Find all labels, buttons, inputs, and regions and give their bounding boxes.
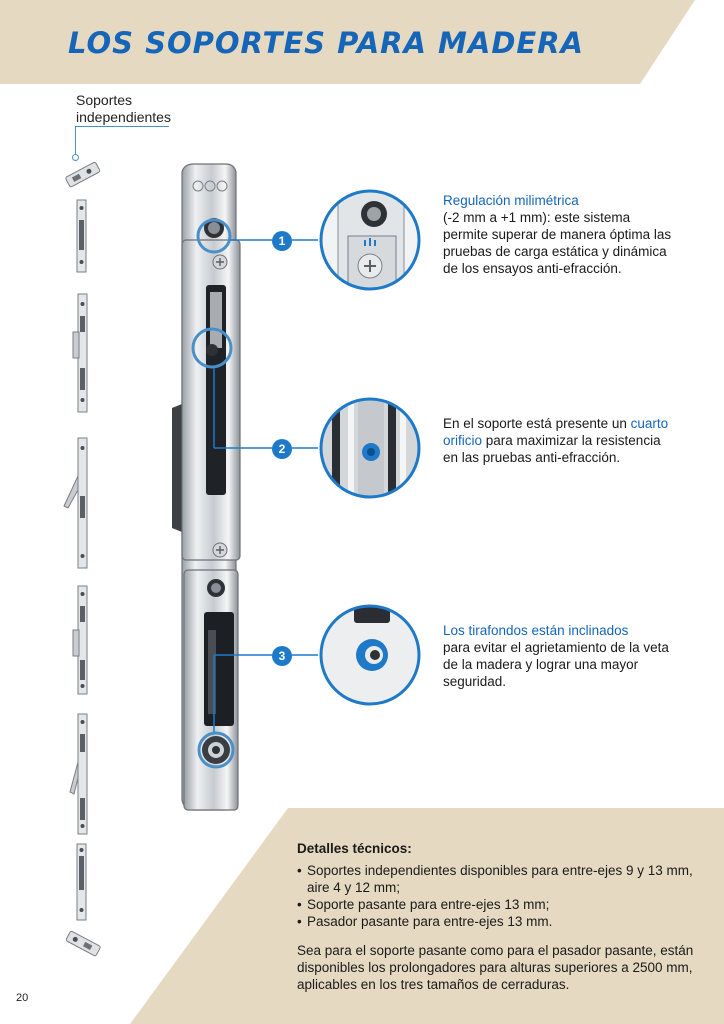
strike-thumbnail-8 [65, 930, 101, 957]
callout-leaders [191, 218, 318, 769]
callout-number-3: 3 [272, 646, 292, 666]
feature-adjustment: Regulación milimétrica (-2 mm a +1 mm): … [443, 192, 678, 277]
side-label-line1: Soportes [76, 92, 133, 108]
strike-thumbnail-7 [76, 843, 87, 921]
side-label-leader [75, 126, 76, 156]
feature-fourth-hole-suffix: para maximizar la resistencia en las pru… [443, 433, 661, 465]
feature-inclined-screws-title: Los tirafondos están inclinados [443, 623, 629, 638]
strike-thumbnail-5 [72, 585, 88, 695]
feature-adjustment-title: Regulación milimétrica [443, 193, 579, 208]
strike-thumbnail-6 [69, 713, 88, 835]
side-label-dot [72, 154, 79, 161]
header-band-shape [0, 0, 695, 84]
technical-details-note: Sea para el soporte pasante como para el… [297, 943, 694, 992]
strike-thumbnail-4 [63, 437, 88, 569]
callout-number-2: 2 [272, 439, 292, 459]
feature-inclined-screws: Los tirafondos están inclinados para evi… [443, 622, 678, 690]
strike-thumbnail-3 [72, 293, 88, 413]
technical-details-list: Soportes independientes disponibles para… [297, 862, 697, 930]
detail-circle-fourth-hole [319, 397, 421, 499]
technical-details-title: Detalles técnicos: [297, 841, 412, 856]
technical-details-item: Soporte pasante para entre-ejes 13 mm; [297, 896, 697, 913]
detail-circle-adjustment [319, 189, 421, 291]
detail-circle-inclined-screw [319, 604, 421, 706]
side-label-line2: independientes [76, 109, 171, 125]
technical-details-item: Pasador pasante para entre-ejes 13 mm. [297, 913, 697, 930]
side-label-underline [75, 126, 169, 127]
technical-details: Detalles técnicos: Soportes independient… [297, 840, 697, 993]
strike-thumbnail-2 [76, 199, 87, 273]
page-title: LOS SOPORTES PARA MADERA [68, 26, 584, 60]
feature-adjustment-body: (-2 mm a +1 mm): este sistema permite su… [443, 210, 672, 276]
technical-details-item: Soportes independientes disponibles para… [297, 862, 697, 896]
feature-fourth-hole: En el soporte está presente un cuarto or… [443, 415, 678, 466]
strike-thumbnail-1 [65, 161, 101, 188]
callout-number-1: 1 [272, 231, 292, 251]
feature-fourth-hole-highlight: cuarto orificio [443, 416, 669, 448]
side-label: Soportes independientes [76, 92, 171, 126]
feature-fourth-hole-prefix: En el soporte está presente un [443, 416, 631, 431]
feature-inclined-screws-body: para evitar el agrietamiento de la veta … [443, 640, 669, 689]
page-number: 20 [16, 992, 29, 1004]
header-band [0, 0, 724, 84]
